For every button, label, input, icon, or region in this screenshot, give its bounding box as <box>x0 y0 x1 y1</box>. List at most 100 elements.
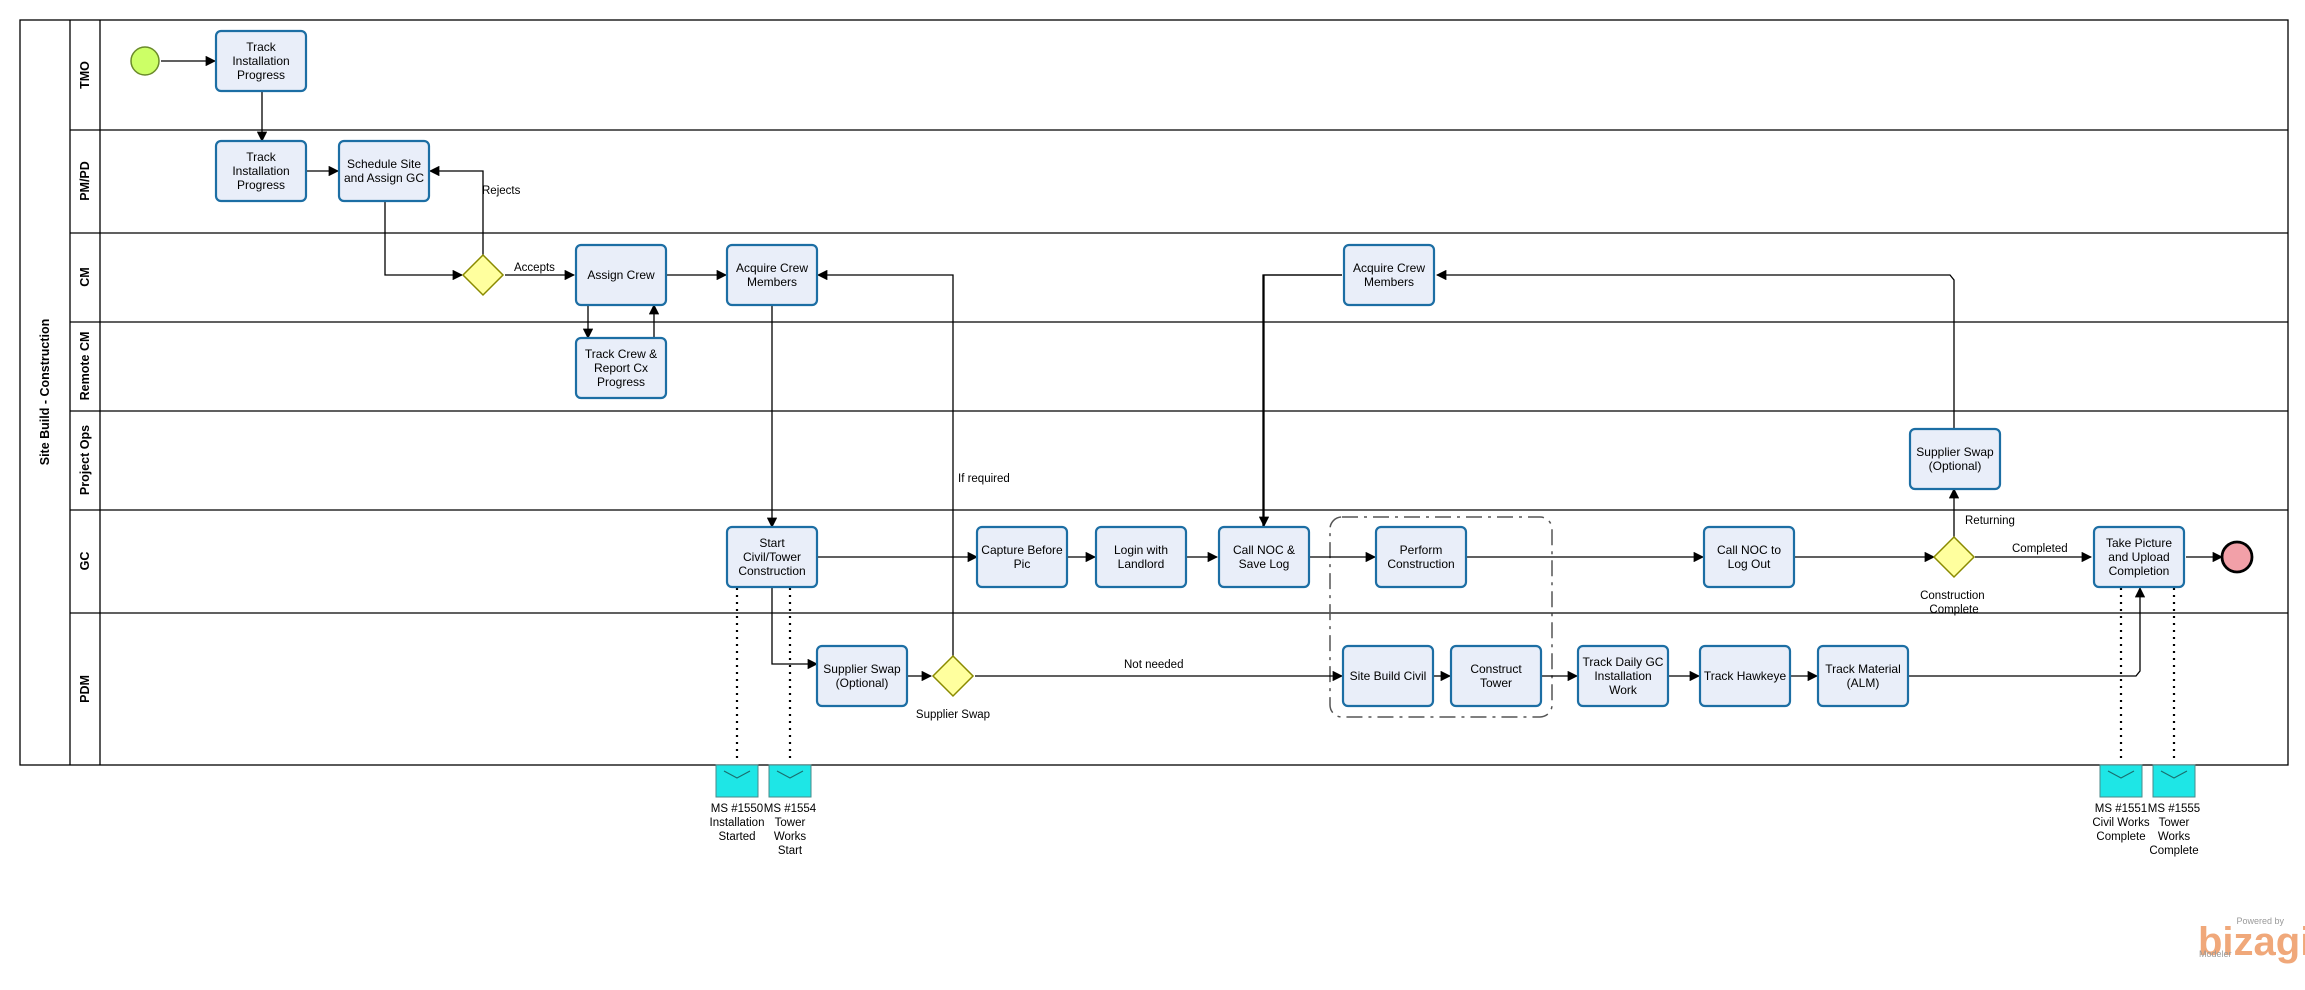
task-label: Supplier Swap(Optional) <box>1916 445 1994 473</box>
sequence-flows <box>161 55 2224 682</box>
task-site-build-civil[interactable]: Site Build Civil <box>1341 644 1435 708</box>
start-event <box>130 46 160 76</box>
task-label-line: Track <box>246 150 277 164</box>
task-box[interactable] <box>725 525 819 589</box>
label-construction-complete: Construction Complete <box>1920 590 1988 616</box>
lane-dividers <box>70 129 2288 614</box>
end-event <box>2220 540 2254 574</box>
task-box[interactable] <box>1374 525 1468 589</box>
task-supplier-swap-pdm[interactable]: Supplier Swap(Optional) <box>815 644 909 708</box>
task-label-line: Construction <box>1387 557 1454 571</box>
task-assign-crew[interactable]: Assign Crew <box>574 243 668 307</box>
task-label-line: Acquire Crew <box>736 261 808 275</box>
gateway-supplier-swap <box>931 654 975 698</box>
task-label-line: Report Cx <box>594 361 648 375</box>
task-box[interactable] <box>1217 525 1311 589</box>
lane-title-pm-pd: PM/PD <box>78 161 92 201</box>
task-box[interactable] <box>1094 525 1188 589</box>
milestone-chevron-icon <box>776 770 804 779</box>
task-box[interactable] <box>214 29 308 93</box>
task-label: Supplier Swap(Optional) <box>823 662 901 690</box>
milestone-label-line: Installation <box>710 817 765 829</box>
milestone-flag-icon <box>2152 764 2196 798</box>
task-call-noc-save[interactable]: Call NOC &Save Log <box>1217 525 1311 589</box>
task-box[interactable] <box>574 336 668 400</box>
task-box[interactable] <box>337 139 431 203</box>
milestone-label-line: Started <box>718 831 755 843</box>
task-box[interactable] <box>214 139 308 203</box>
pool: Site Build - Construction <box>19 19 2289 766</box>
lane-titles: TMO PM/PD CM Remote CM Project Ops GC PD… <box>78 61 92 703</box>
task-track-hawkeye[interactable]: Track Hawkeye <box>1698 644 1792 708</box>
milestone-associations <box>735 588 2176 762</box>
lane-title-tmo: TMO <box>78 61 92 89</box>
task-label-line: Assign Crew <box>587 268 655 282</box>
task-box[interactable] <box>725 243 819 307</box>
task-label-line: Track Crew & <box>585 347 657 361</box>
task-box[interactable] <box>1576 644 1670 708</box>
task-box[interactable] <box>1449 644 1543 708</box>
task-box[interactable] <box>1908 427 2002 491</box>
task-track-material[interactable]: Track Material(ALM) <box>1816 644 1910 708</box>
label-not-needed: Not needed <box>1124 659 1183 671</box>
task-box[interactable] <box>1341 644 1435 708</box>
task-box[interactable] <box>574 243 668 307</box>
task-label-line: and Upload <box>2108 550 2169 564</box>
task-box[interactable] <box>1702 525 1796 589</box>
brand-product: Modeler <box>2199 949 2232 959</box>
task-label-line: Save Log <box>1239 557 1290 571</box>
task-box[interactable] <box>2092 525 2186 589</box>
task-label-line: Log Out <box>1728 557 1771 571</box>
task-label-line: Login with <box>1114 543 1168 557</box>
task-box[interactable] <box>1816 644 1910 708</box>
task-box[interactable] <box>1698 644 1792 708</box>
task-box[interactable] <box>1342 243 1436 307</box>
gateway-construction-complete <box>1932 535 1976 579</box>
task-label-line: (Optional) <box>836 676 889 690</box>
task-label-line: Capture Before <box>981 543 1063 557</box>
task-box[interactable] <box>975 525 1069 589</box>
milestone-chevron-icon <box>2160 770 2188 779</box>
milestone-label-line: Works <box>774 831 807 843</box>
milestone-label-line: Complete <box>2149 845 2198 857</box>
lane-title-pdm: PDM <box>78 675 92 703</box>
milestone-flag-icon <box>715 764 759 798</box>
flow-labels: Rejects Accepts If required Not needed S… <box>482 185 2068 721</box>
task-label-line: Supplier Swap <box>1916 445 1994 459</box>
task-label-line: Members <box>747 275 797 289</box>
task-label-line: Progress <box>237 68 285 82</box>
label-supplier-swap-gateway: Supplier Swap <box>916 709 990 721</box>
task-label-line: Track <box>246 40 277 54</box>
task-box[interactable] <box>815 644 909 708</box>
task-label-line: Tower <box>1480 676 1512 690</box>
task-supplier-swap-ops[interactable]: Supplier Swap(Optional) <box>1908 427 2002 491</box>
lane-title-project-ops: Project Ops <box>78 425 92 495</box>
task-label-line: Completion <box>2109 564 2170 578</box>
